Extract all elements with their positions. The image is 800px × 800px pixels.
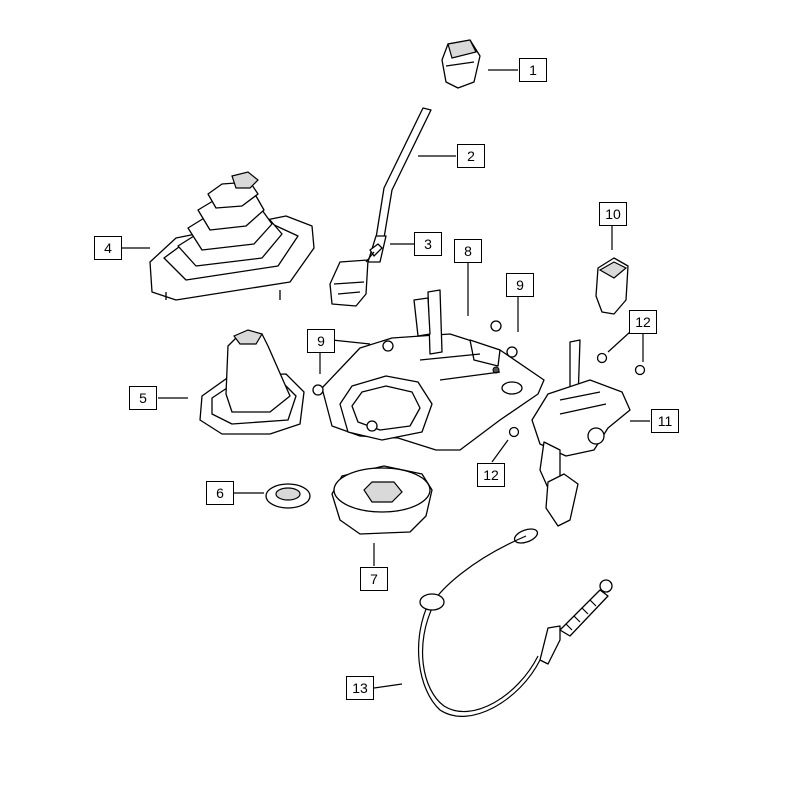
callout-12-top: 12 — [629, 310, 657, 334]
callout-13: 13 — [346, 676, 374, 700]
inner-boot-part — [199, 329, 305, 435]
callout-8: 8 — [454, 239, 482, 263]
bolt-part — [365, 243, 383, 263]
shift-cable-part — [417, 473, 613, 717]
callout-11: 11 — [651, 409, 679, 433]
shifter-assembly-part — [531, 339, 631, 489]
callout-9-right: 9 — [506, 273, 534, 297]
callout-5: 5 — [129, 386, 157, 410]
callout-7: 7 — [360, 567, 388, 591]
callout-2: 2 — [457, 144, 485, 168]
shift-lever-part — [329, 107, 432, 307]
small-nut-parts — [508, 352, 646, 438]
auto-shift-knob-part — [595, 257, 629, 315]
callout-6: 6 — [206, 481, 234, 505]
seal-ring-part — [265, 483, 311, 509]
callout-10: 10 — [599, 202, 627, 226]
callout-3: 3 — [414, 232, 442, 256]
shift-boot-part — [149, 171, 315, 301]
nut-parts — [312, 320, 518, 432]
shifter-bracket-part — [321, 289, 545, 451]
callout-12-bottom: 12 — [477, 463, 505, 487]
shift-knob-part — [441, 39, 481, 89]
callout-1: 1 — [519, 58, 547, 82]
leader-lines — [122, 69, 650, 689]
bezel-part — [331, 465, 433, 535]
callout-9-left: 9 — [307, 329, 335, 353]
callout-4: 4 — [94, 236, 122, 260]
